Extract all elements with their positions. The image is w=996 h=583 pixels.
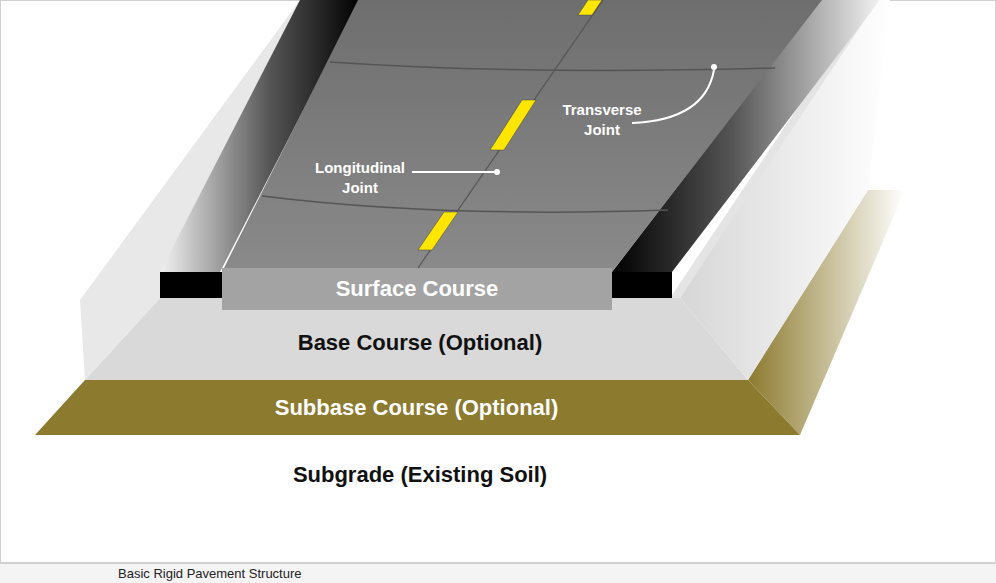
surface-course-band: Surface Course <box>222 268 612 310</box>
layer-name: Base Course (Optional) <box>298 330 542 356</box>
joint-label: Longitudinal Joint <box>310 158 410 197</box>
figure-caption: Basic Rigid Pavement Structure <box>118 566 302 581</box>
joint-label: Transverse Joint <box>562 100 642 139</box>
base-course-band: Base Course (Optional) <box>160 310 680 376</box>
subbase-course-band: Subbase Course (Optional) <box>85 382 748 434</box>
layer-name: Surface Course <box>336 276 499 302</box>
subgrade-label: Subgrade (Existing Soil) <box>120 462 720 488</box>
layer-name: Subbase Course (Optional) <box>275 395 559 421</box>
